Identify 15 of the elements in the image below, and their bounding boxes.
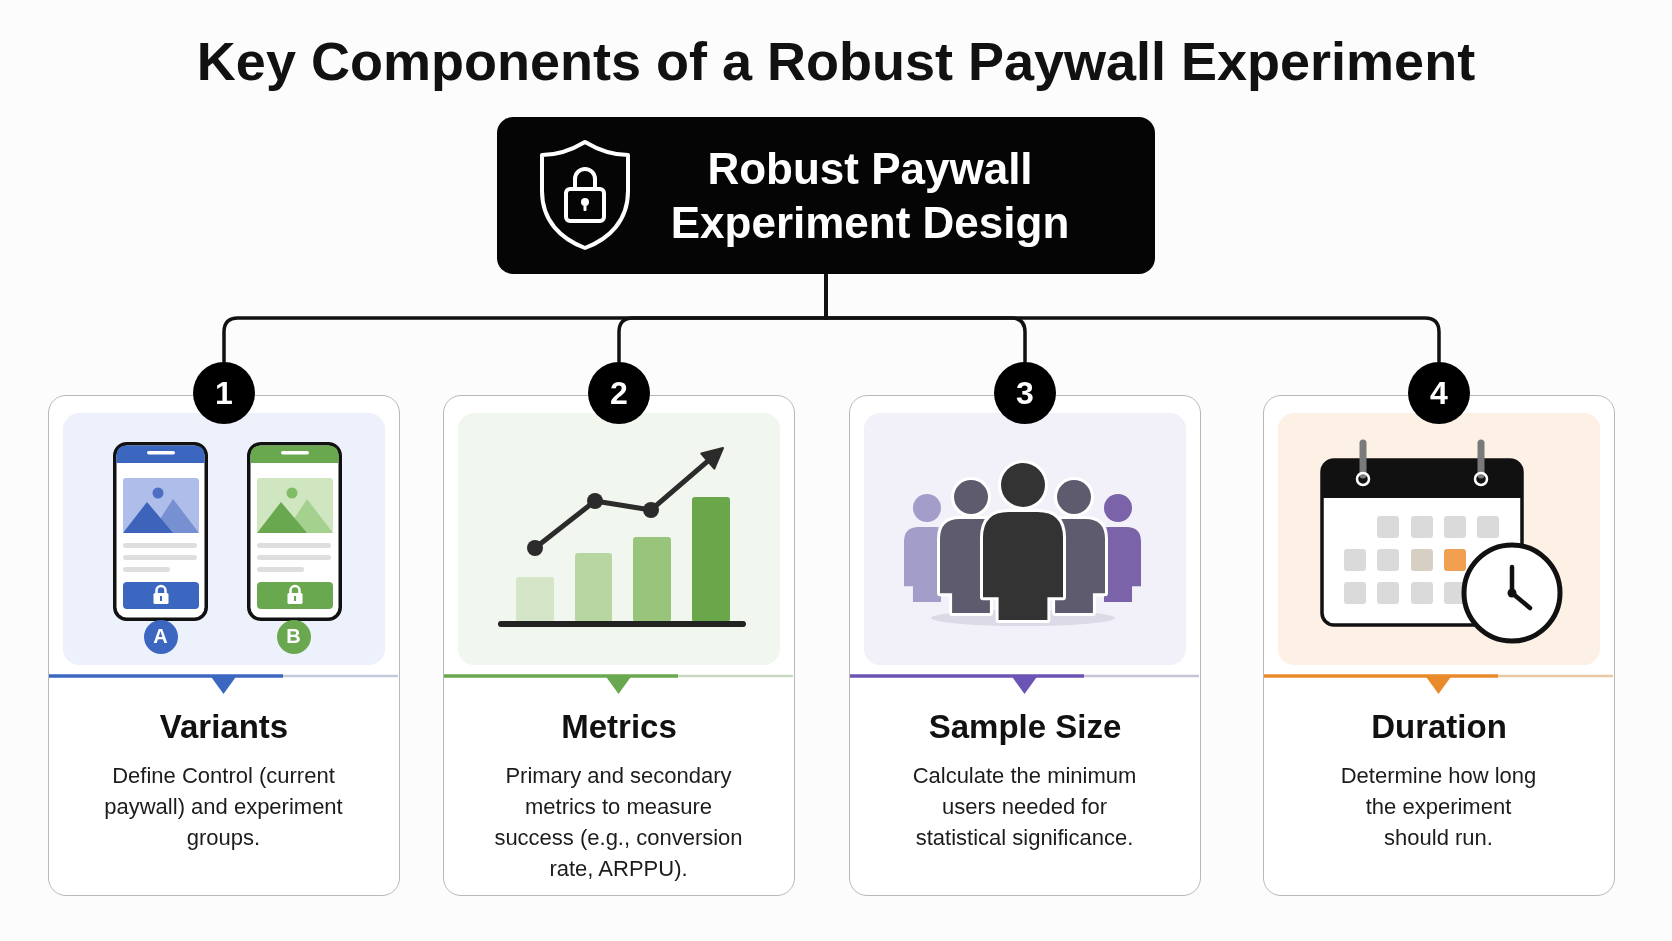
component-description: Primary and secondary metrics to measure success (e.g., conversion rate, ARPPU). (493, 762, 744, 883)
component-description: Define Control (current paywall) and experiment groups. (103, 762, 344, 852)
component-description: Calculate the minimum users needed for statistical significance. (911, 762, 1138, 852)
component-heading: Variants (159, 706, 289, 747)
step-number-badge: 4 (1408, 362, 1470, 424)
component-description: Determine how long the experiment should run. (1339, 762, 1538, 852)
step-number-badge: 3 (994, 362, 1056, 424)
diagram-title: Key Components of a Robust Paywall Experiment (196, 30, 1476, 93)
central-topic-box (497, 117, 1155, 274)
step-number-badge: 2 (588, 362, 650, 424)
component-heading: Sample Size (928, 706, 1122, 747)
component-heading: Metrics (561, 706, 677, 747)
central-topic-text: Robust Paywall Experiment Design (669, 142, 1071, 249)
step-number-badge: 1 (193, 362, 255, 424)
component-heading: Duration (1371, 706, 1507, 747)
